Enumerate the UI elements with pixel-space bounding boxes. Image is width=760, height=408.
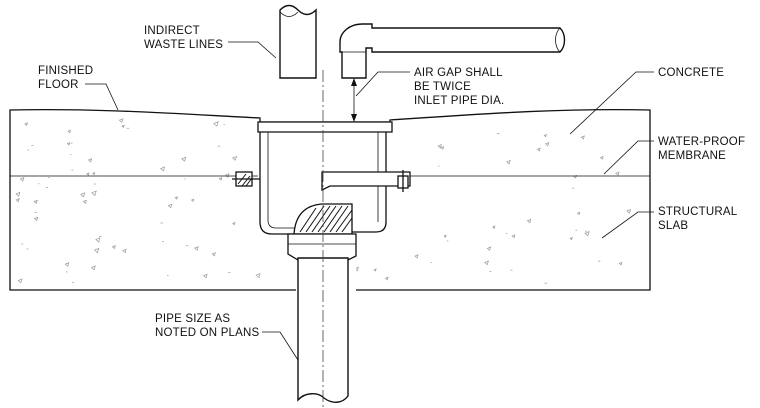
aggregate-speck xyxy=(15,191,21,197)
label-membrane-2: MEMBRANE xyxy=(658,150,726,162)
aggregate-speck xyxy=(437,143,442,149)
aggregate-speck xyxy=(159,166,166,172)
aggregate-speck xyxy=(95,237,101,243)
aggregate-speck xyxy=(543,133,548,138)
floor-sink-body xyxy=(232,121,411,261)
label-air-gap-1: AIR GAP SHALL xyxy=(414,67,503,79)
aggregate-speck xyxy=(486,246,492,251)
concrete-aggregate-texture xyxy=(15,118,632,286)
aggregate-speck xyxy=(354,266,359,272)
aggregate-speck xyxy=(33,216,39,221)
label-finished-floor-2: FLOOR xyxy=(38,79,79,91)
label-indirect-waste-2: WASTE LINES xyxy=(144,39,223,51)
aggregate-speck xyxy=(491,225,496,230)
aggregate-speck xyxy=(414,254,419,259)
aggregate-speck xyxy=(91,190,97,197)
leader-lines xyxy=(85,41,654,361)
aggregate-speck xyxy=(618,261,623,266)
aggregate-speck xyxy=(64,262,70,267)
label-slab-1: STRUCTURAL xyxy=(658,206,738,218)
concrete-slab xyxy=(9,108,651,291)
aggregate-speck xyxy=(66,142,71,146)
indirect-waste-pipe-elbow xyxy=(339,23,566,79)
aggregate-speck xyxy=(17,278,23,284)
aggregate-speck xyxy=(506,159,511,165)
aggregate-speck xyxy=(580,135,585,140)
aggregate-speck xyxy=(87,158,93,163)
label-concrete: CONCRETE xyxy=(658,67,724,79)
clamp-bolt-hatch xyxy=(237,173,253,187)
aggregate-speck xyxy=(615,171,620,176)
aggregate-speck xyxy=(91,171,96,176)
aggregate-speck xyxy=(576,211,581,216)
label-membrane-1: WATER-PROOF xyxy=(658,136,745,148)
aggregate-speck xyxy=(193,246,199,251)
aggregate-speck xyxy=(190,198,195,202)
aggregate-speck xyxy=(174,196,179,200)
aggregate-speck xyxy=(121,124,125,129)
indirect-waste-pipe-vertical xyxy=(279,4,317,79)
aggregate-speck xyxy=(536,147,541,152)
aggregate-speck xyxy=(167,203,173,209)
aggregate-speck xyxy=(202,273,208,279)
aggregate-speck xyxy=(569,236,573,241)
label-slab-2: SLAB xyxy=(658,220,688,232)
aggregate-speck xyxy=(511,234,516,239)
aggregate-speck xyxy=(218,177,223,181)
aggregate-speck xyxy=(118,118,124,123)
aggregate-speck xyxy=(33,199,38,204)
aggregate-speck xyxy=(90,265,96,271)
aggregate-speck xyxy=(211,252,216,257)
aggregate-speck xyxy=(544,141,550,147)
aggregate-speck xyxy=(599,155,604,160)
aggregate-speck xyxy=(626,208,632,214)
aggregate-speck xyxy=(224,173,230,178)
aggregate-speck xyxy=(80,192,86,198)
aggregate-speck xyxy=(440,146,445,150)
dome-strainer-hatch xyxy=(299,205,353,233)
aggregate-speck xyxy=(484,260,489,266)
label-pipe-size-2: NOTED ON PLANS xyxy=(155,327,260,339)
aggregate-speck xyxy=(86,172,90,176)
aggregate-speck xyxy=(373,268,377,272)
aggregate-speck xyxy=(122,248,127,254)
label-air-gap-3: INLET PIPE DIA. xyxy=(414,95,504,107)
aggregate-speck xyxy=(111,244,116,250)
aggregate-speck xyxy=(213,121,219,127)
aggregate-speck xyxy=(384,276,389,281)
aggregate-speck xyxy=(255,272,261,279)
aggregate-speck xyxy=(93,247,100,254)
aggregate-speck xyxy=(19,177,25,182)
aggregate-speck xyxy=(82,199,87,204)
aggregate-speck xyxy=(232,155,238,161)
aggregate-speck xyxy=(232,221,236,226)
aggregate-speck xyxy=(15,198,20,203)
label-pipe-size-1: PIPE SIZE AS xyxy=(155,313,230,325)
label-air-gap-2: BE TWICE xyxy=(414,81,471,93)
aggregate-speck xyxy=(24,122,29,126)
aggregate-speck xyxy=(67,129,72,134)
air-gap-dimension xyxy=(351,78,357,122)
label-indirect-waste-1: INDIRECT xyxy=(144,25,200,37)
label-finished-floor-1: FINISHED xyxy=(38,65,93,77)
aggregate-speck xyxy=(181,156,187,162)
aggregate-speck xyxy=(526,218,532,224)
aggregate-speck xyxy=(584,231,590,237)
aggregate-speck xyxy=(443,234,447,238)
